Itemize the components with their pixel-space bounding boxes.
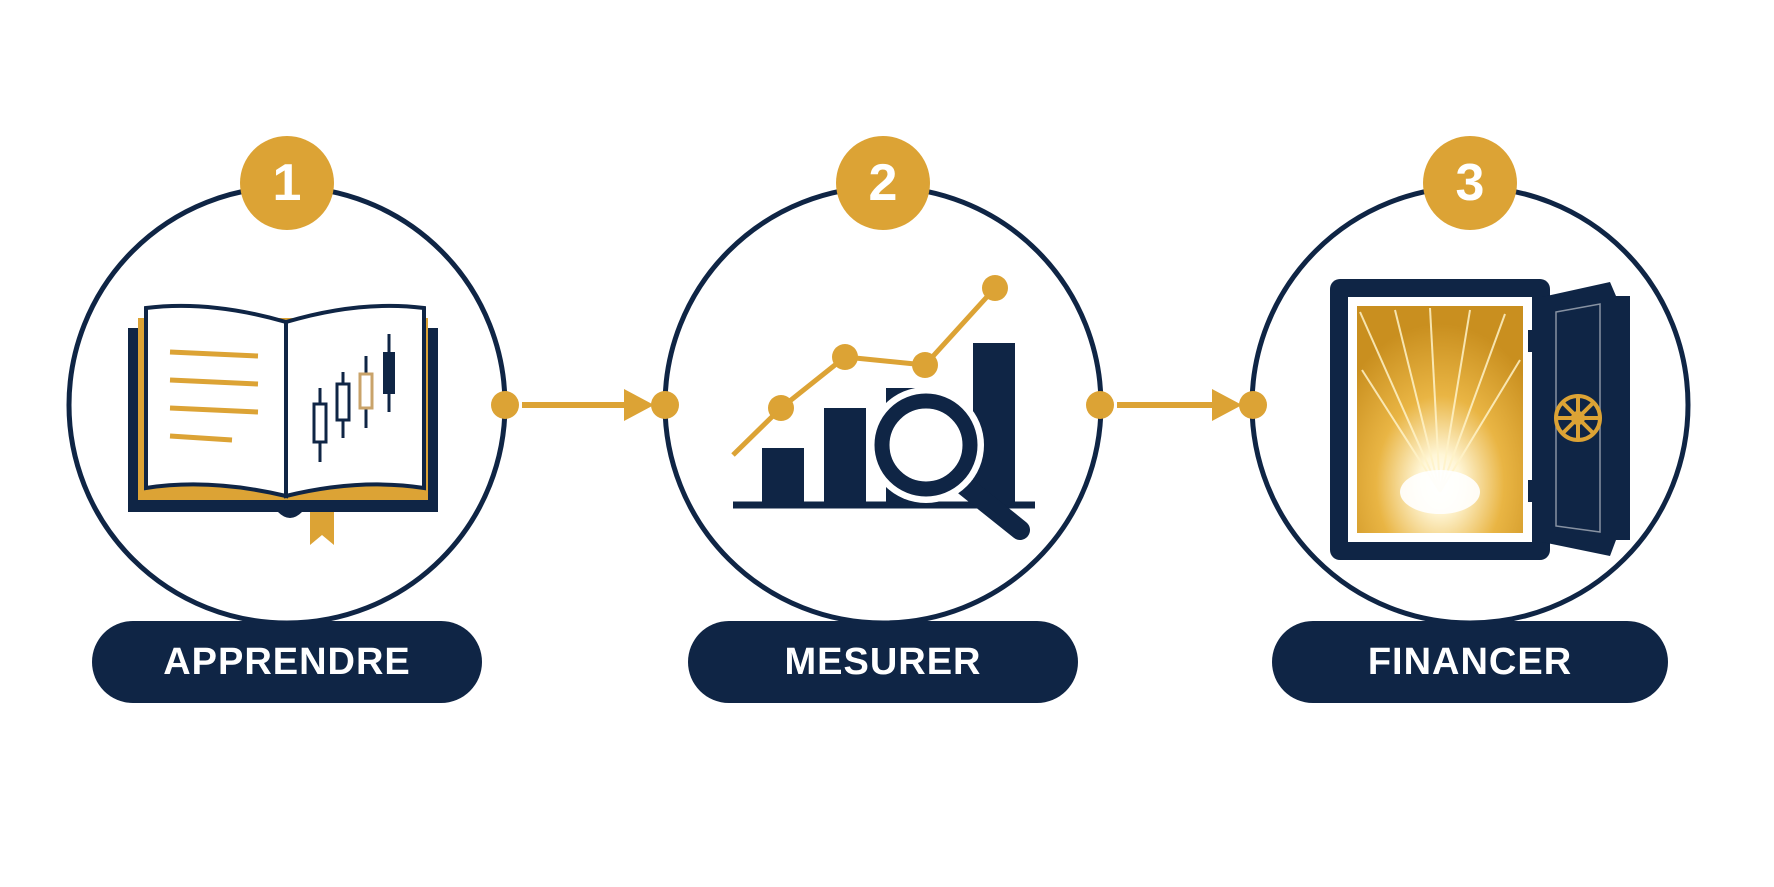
step-1-badge [240, 136, 334, 230]
step-2-label: MESURER [784, 640, 982, 683]
step-2-badge [836, 136, 930, 230]
step-3-badge [1423, 136, 1517, 230]
step-2-label-pill [688, 621, 1078, 703]
open-book-candlestick-icon [128, 303, 438, 545]
connector-1-arrow-icon [491, 389, 679, 421]
bar-chart-magnifier-icon [731, 275, 1035, 540]
connector-2-arrow-icon [1086, 389, 1267, 421]
step-2-circle [662, 184, 1104, 626]
step-3-label: FINANCER [1367, 640, 1573, 683]
step-3-label-pill [1272, 621, 1668, 703]
step-2-number: 2 [868, 154, 898, 212]
step-3-number: 3 [1455, 154, 1485, 212]
open-safe-icon [1330, 279, 1630, 560]
step-1-label-pill [92, 621, 482, 703]
step-1-label: APPRENDRE [163, 640, 411, 683]
step-1-number: 1 [272, 154, 302, 212]
